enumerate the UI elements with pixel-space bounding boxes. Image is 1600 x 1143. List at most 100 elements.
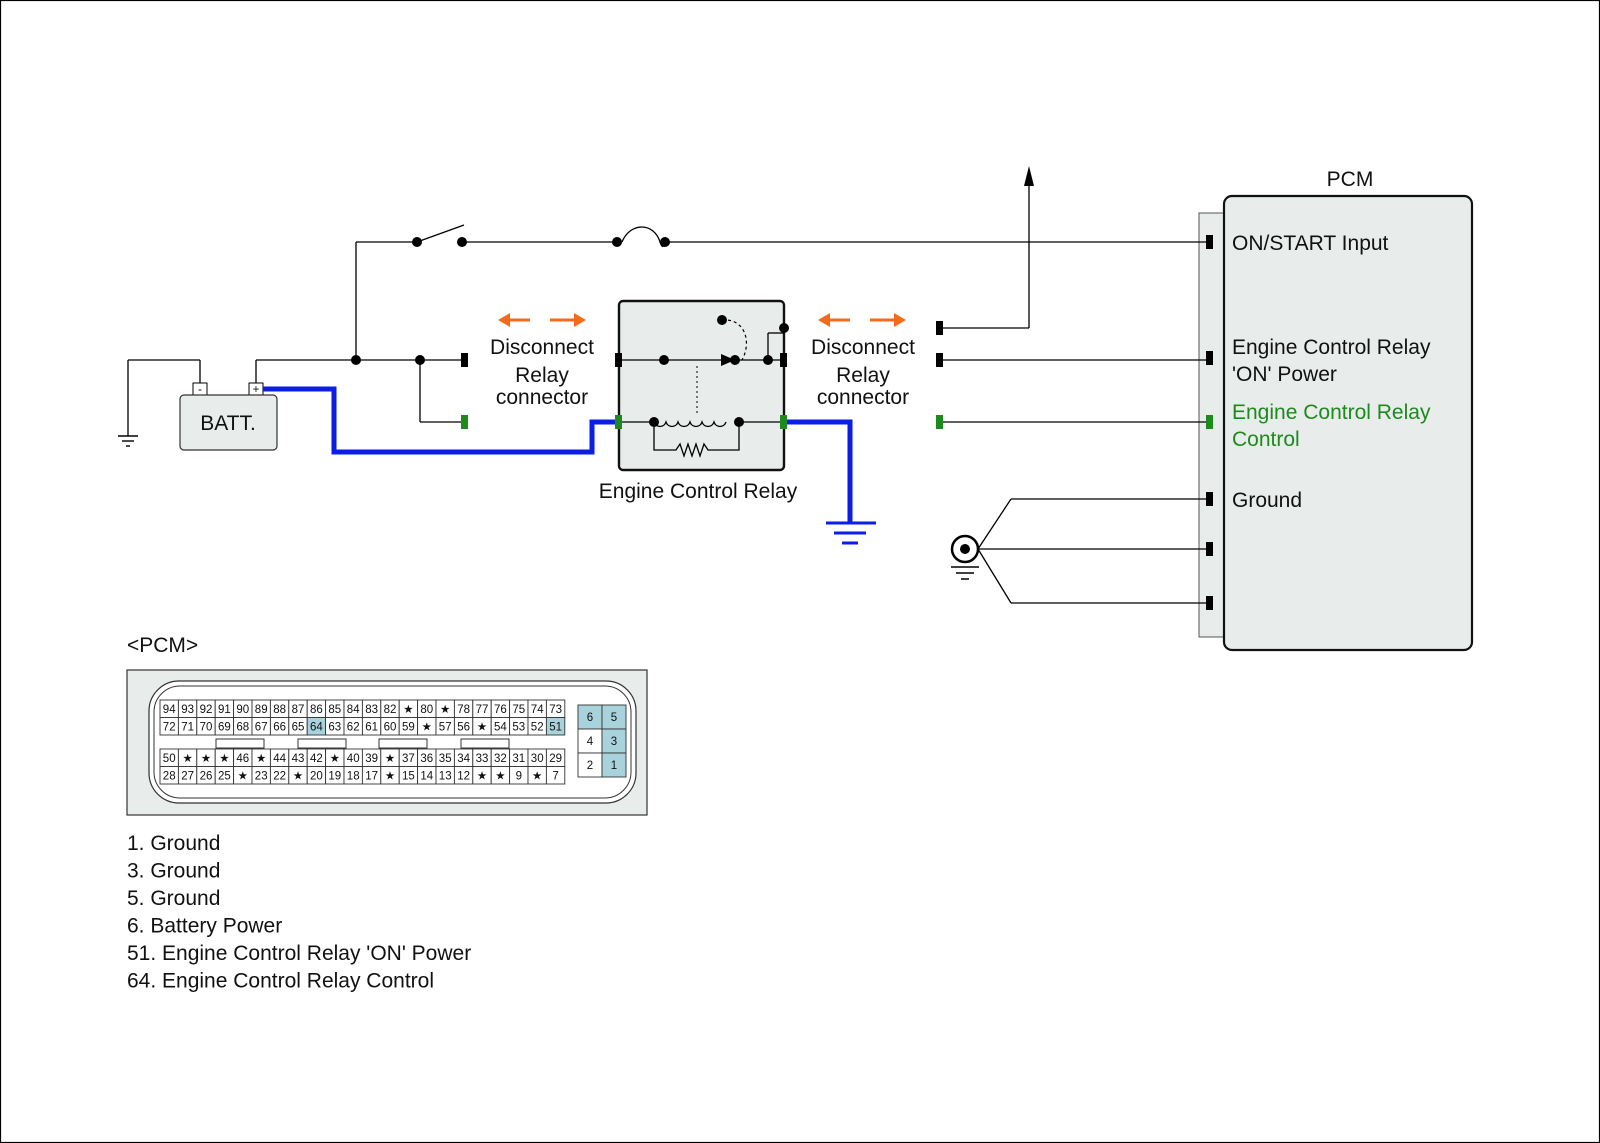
connector-pin-label: 90 <box>236 704 249 716</box>
connector-pin-label: 76 <box>494 704 507 716</box>
pcm-connector-strip <box>1198 212 1225 638</box>
connector-pin-label: 31 <box>512 753 525 765</box>
relay-label: Engine Control Relay <box>599 480 798 503</box>
connector-pin-label: 35 <box>439 753 452 765</box>
connector-pin-label: 80 <box>420 704 433 716</box>
relay-box <box>617 299 786 472</box>
connector-pin-label: 57 <box>439 722 452 734</box>
connector-pin-label: 9 <box>516 771 522 783</box>
disconnect-right-line2: Relay <box>836 364 890 387</box>
connector-pin-label: ★ <box>477 722 487 734</box>
pcm-title: PCM <box>1327 168 1374 191</box>
connector-pin-label: 88 <box>273 704 286 716</box>
disconnect-right-line3: connector <box>817 386 909 409</box>
ground-path <box>782 419 853 523</box>
connector-pin-label: 50 <box>163 753 176 765</box>
connector-pin-label: ★ <box>293 771 303 783</box>
connector-pin-label: 43 <box>292 753 305 765</box>
connector-pin-label: 59 <box>402 722 415 734</box>
right-connector-pin-top <box>936 321 943 335</box>
ground-symbol-relay <box>826 521 876 545</box>
legend-item: 64. Engine Control Relay Control <box>127 970 434 993</box>
disconnect-left-line3: connector <box>496 386 588 409</box>
connector-pin-label: 52 <box>531 722 544 734</box>
connector-pin-label: 77 <box>476 704 489 716</box>
connector-pin-label: 89 <box>255 704 268 716</box>
connector-pin-label: 86 <box>310 704 323 716</box>
connector-side-pin-label: 2 <box>587 760 593 772</box>
pcm-pin-on-start <box>1206 235 1213 249</box>
connector-pin-label: 87 <box>292 704 305 716</box>
connector-pin-label: 37 <box>402 753 415 765</box>
connector-pin-label: 62 <box>347 722 360 734</box>
connector-pin-label: ★ <box>256 753 266 765</box>
right-relay-feed <box>936 353 1206 429</box>
connector-pin-label: 67 <box>255 722 268 734</box>
legend-item: 1. Ground <box>127 832 220 855</box>
connector-pin-label: 83 <box>365 704 378 716</box>
connector-pin-label: 26 <box>200 771 213 783</box>
disconnect-right-line1: Disconnect <box>811 336 915 359</box>
connector-pin-label: 22 <box>273 771 286 783</box>
connector-pin-label: ★ <box>403 704 413 716</box>
connector-pin-label: 78 <box>457 704 470 716</box>
connector-pin-label: 20 <box>310 771 323 783</box>
left-arrow-icon <box>498 313 510 327</box>
connector-pin-label: 32 <box>494 753 507 765</box>
up-arrow-icon <box>1024 166 1034 186</box>
connector-pin-label: 12 <box>457 771 470 783</box>
connector-side-pin-label: 6 <box>587 712 593 724</box>
connector-pin-label: ★ <box>201 753 211 765</box>
connector-pin-label: 40 <box>347 753 360 765</box>
pcm-ground <box>950 498 1206 604</box>
connector-pin-label: 75 <box>512 704 525 716</box>
engine-control-relay: Engine Control Relay <box>599 299 798 503</box>
connector-pin-label: 66 <box>273 722 286 734</box>
connector-side-pin-cell <box>601 752 627 778</box>
connector-pin-label: ★ <box>385 771 395 783</box>
connector-pin-label: 36 <box>420 753 433 765</box>
connector-side-pin-label: 1 <box>611 760 617 772</box>
connector-pin-label: 33 <box>476 753 489 765</box>
fuse-icon <box>621 226 666 248</box>
left-connector-pin-control <box>461 415 468 429</box>
connector-pin-label: 30 <box>531 753 544 765</box>
connector-pin-label: 34 <box>457 753 470 765</box>
pcm-pin-ground-2 <box>1206 542 1213 556</box>
connector-side-pin-label: 5 <box>611 712 617 724</box>
connector-side-pin-label: 4 <box>587 736 594 748</box>
battery-label: BATT. <box>200 412 256 435</box>
connector-pin-label: ★ <box>422 722 432 734</box>
connector-title: <PCM> <box>127 634 198 657</box>
connector-pin-label: 73 <box>549 704 562 716</box>
connector-pin-label: 61 <box>365 722 378 734</box>
connector-pin-label: 27 <box>181 771 194 783</box>
connector-pin-label: 84 <box>347 704 360 716</box>
connector-pin-label: 15 <box>402 771 415 783</box>
pcm-pin-ecr-on-power <box>1206 351 1213 365</box>
connector-pin-label: 92 <box>200 704 213 716</box>
battery-pos-label: + <box>253 384 260 396</box>
connector-pin-label: ★ <box>238 771 248 783</box>
ignition-switch <box>416 224 465 243</box>
pcm-label-on-start: ON/START Input <box>1232 232 1389 255</box>
pcm-pin-ground-3 <box>1206 596 1213 610</box>
connector-pin-label: ★ <box>532 771 542 783</box>
connector-pin-label: 18 <box>347 771 360 783</box>
left-relay-feed <box>351 353 468 429</box>
left-arrow-icon <box>818 313 830 327</box>
connector-pin-label: 14 <box>420 771 433 783</box>
ignition-line <box>355 166 1206 360</box>
battery: - + BATT. <box>118 359 356 451</box>
relay-coil <box>653 419 727 428</box>
pcm-label-ecr-control-1: Engine Control Relay <box>1232 401 1431 424</box>
connector-pin-label: ★ <box>330 753 340 765</box>
connector-pin-label: 51 <box>549 722 562 734</box>
connector-pin-label: 94 <box>163 704 176 716</box>
right-connector-pin-control <box>936 415 943 429</box>
pcm-pin-ecr-control <box>1206 415 1213 429</box>
